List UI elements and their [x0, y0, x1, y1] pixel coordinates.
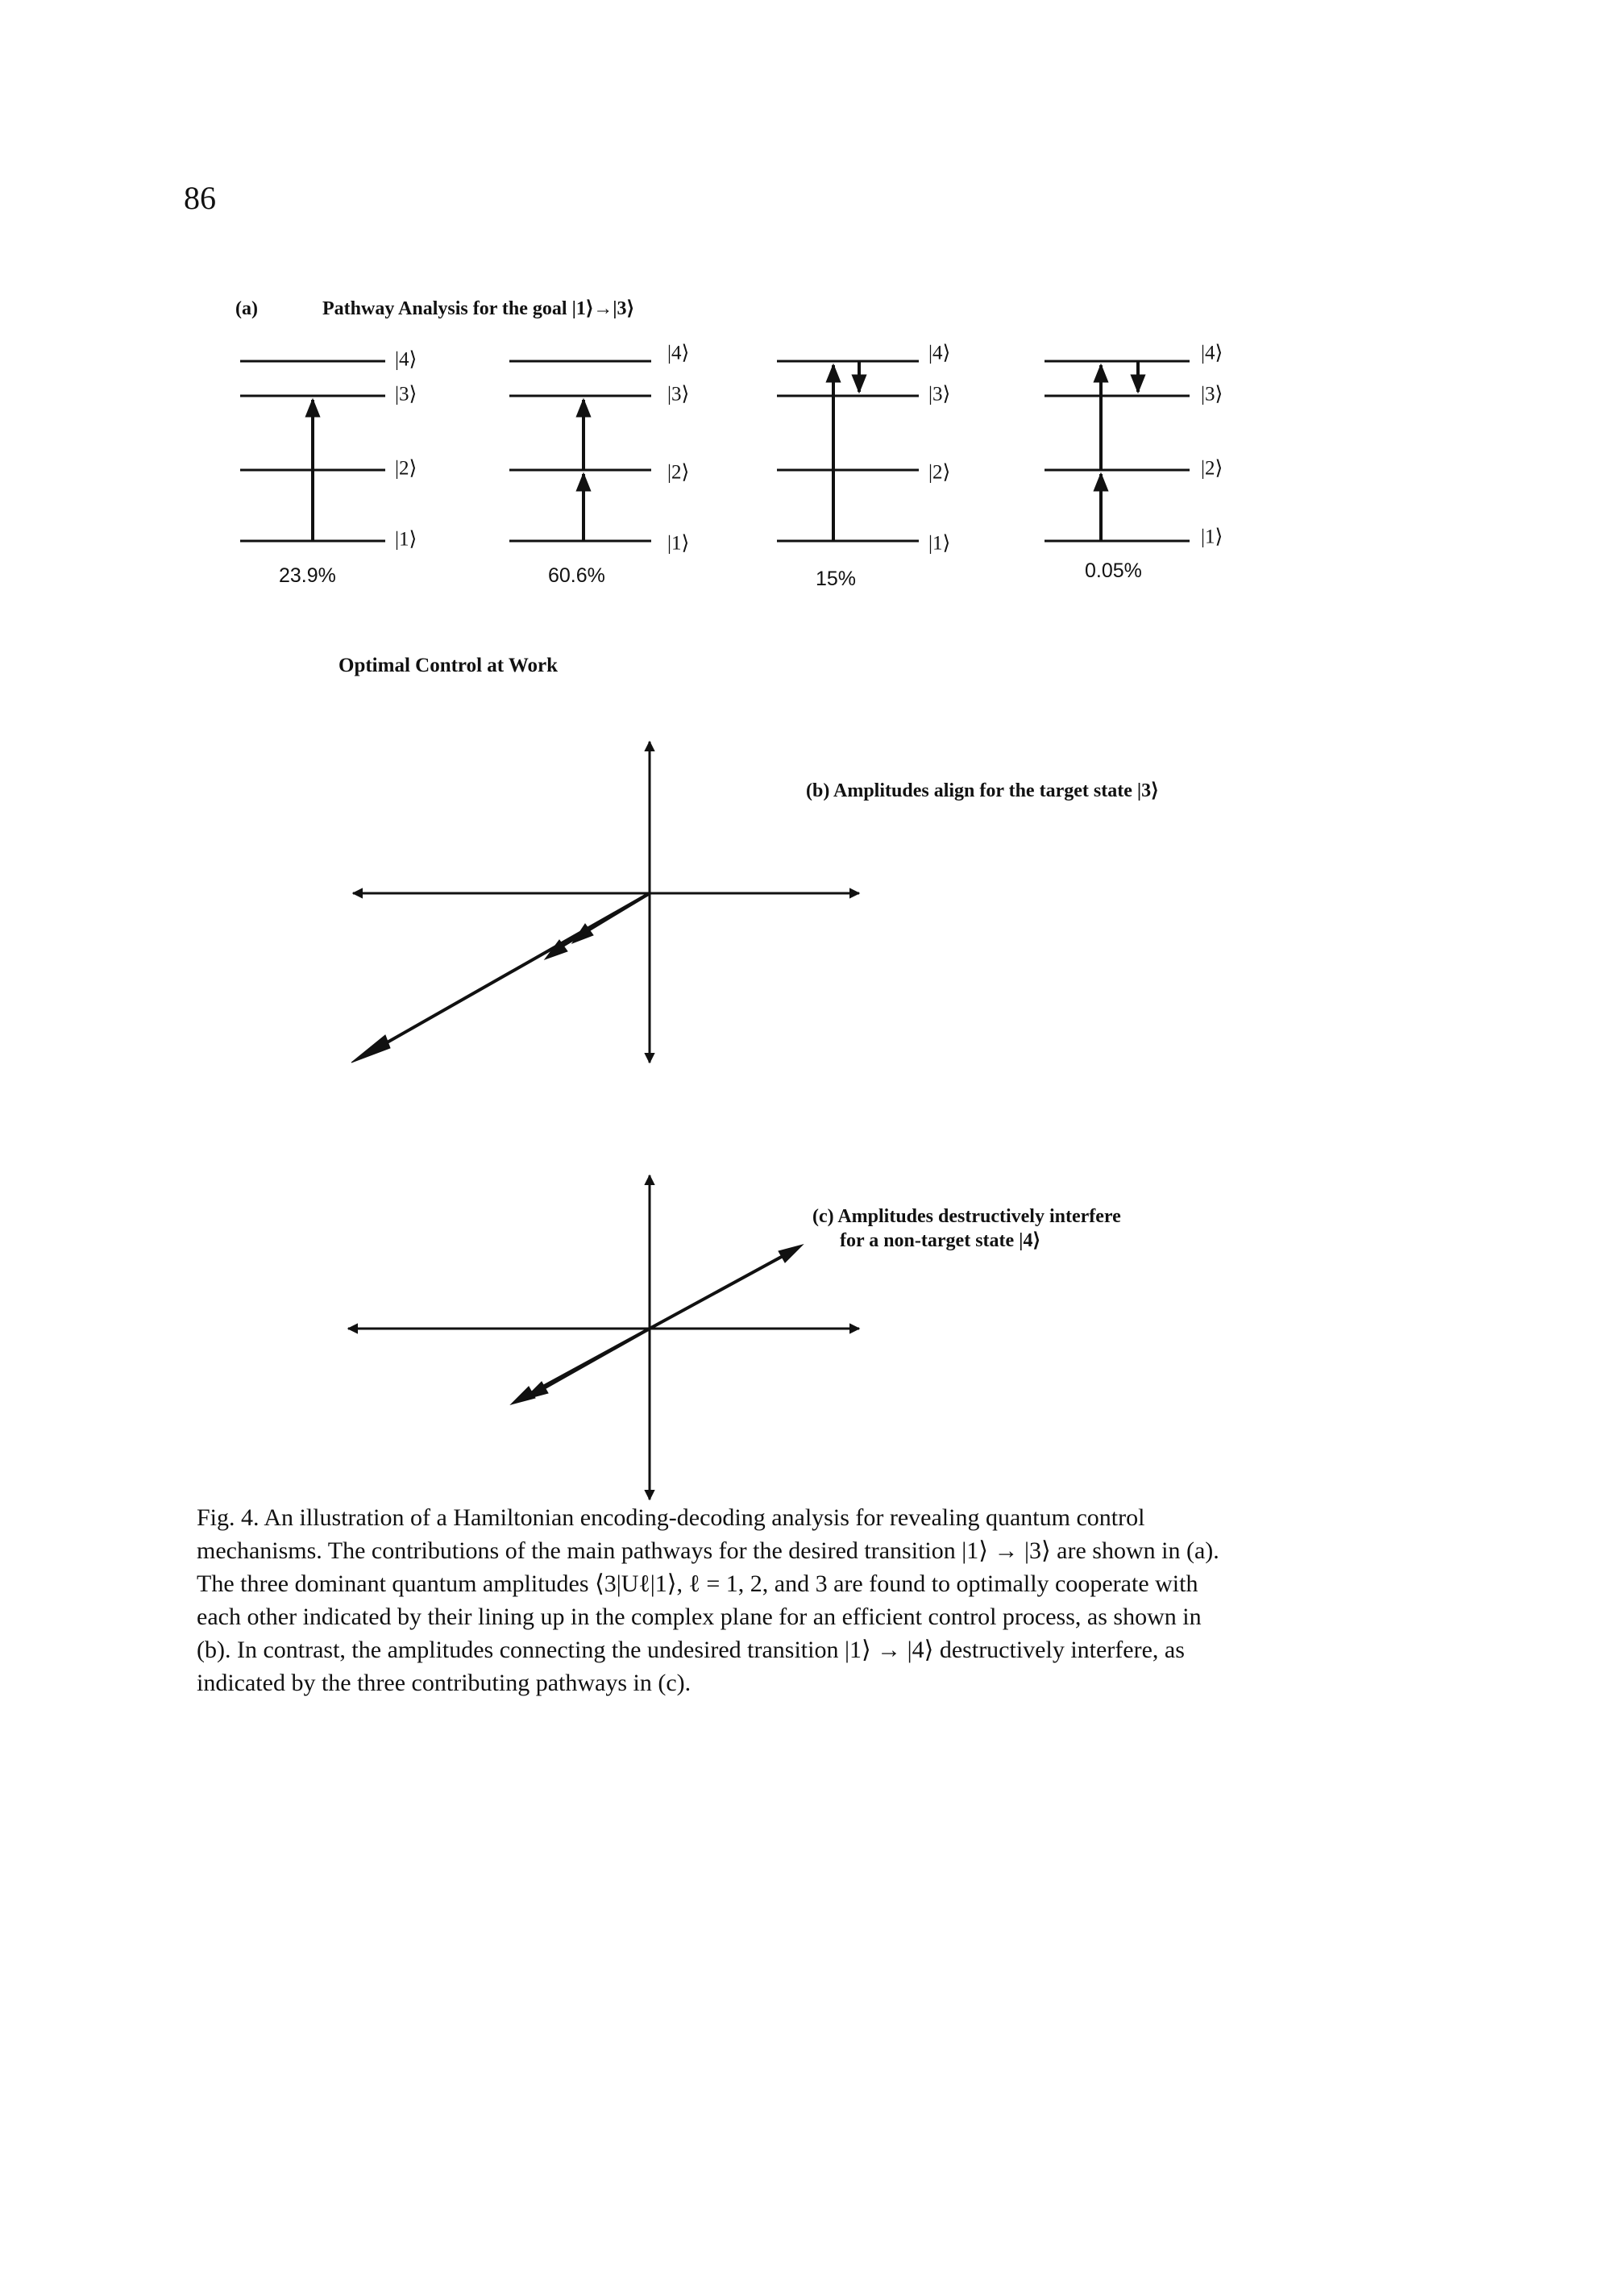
- panel-c-axes: [347, 1174, 861, 1501]
- level-label: |1⟩: [395, 529, 417, 551]
- amplitude-vector: [534, 1327, 650, 1395]
- level-label: |4⟩: [1201, 343, 1223, 364]
- panel-b-vectors: [351, 892, 651, 1063]
- amplitude-arrowhead: [778, 1244, 804, 1263]
- caption-line: Fig. 4. An illustration of a Hamiltonian…: [197, 1504, 1145, 1531]
- amplitude-arrowhead: [543, 939, 568, 961]
- level-diagram-4: [1045, 360, 1190, 543]
- level-label: |3⟩: [395, 384, 417, 406]
- level-labels: |4⟩ |3⟩ |2⟩ |1⟩ |4⟩ |3⟩ |2⟩ |1⟩ |4⟩ |3⟩ …: [395, 343, 1223, 555]
- level-label: |3⟩: [667, 384, 689, 406]
- panel-a-title-text: Pathway Analysis for the goal |1⟩→|3⟩: [322, 298, 634, 319]
- panel-c-vectors: [509, 1244, 804, 1405]
- amplitude-vector: [554, 892, 651, 951]
- caption-line: The three dominant quantum amplitudes ⟨3…: [197, 1570, 1198, 1597]
- level-label: |2⟩: [1201, 458, 1223, 480]
- level-diagram-2: [509, 360, 651, 543]
- amplitude-arrowhead: [522, 1381, 549, 1400]
- level-label: |2⟩: [667, 462, 689, 484]
- caption-line: indicated by the three contributing path…: [197, 1670, 692, 1696]
- panel-a-tag: (a): [235, 298, 258, 319]
- amplitude-arrowhead: [351, 1034, 391, 1063]
- level-label: |2⟩: [928, 462, 950, 484]
- caption-line: each other indicated by their lining up …: [197, 1603, 1202, 1630]
- panel-b-label: (b) Amplitudes align for the target stat…: [806, 780, 1159, 801]
- panel-c-label-line1: (c) Amplitudes destructively interfere: [812, 1206, 1121, 1227]
- subheading: Optimal Control at Work: [338, 655, 559, 676]
- pathway-percent: 15%: [816, 568, 857, 590]
- level-diagram-3: [777, 360, 919, 543]
- pathway-percent: 23.9%: [279, 564, 336, 587]
- level-label: |2⟩: [395, 458, 417, 480]
- level-label: |3⟩: [1201, 384, 1223, 406]
- pathway-percent: 60.6%: [548, 564, 605, 587]
- panel-c-label: (c) Amplitudes destructively interfere f…: [812, 1204, 1121, 1253]
- panel-b-axes: [351, 740, 861, 1064]
- level-diagram-1: [240, 360, 385, 543]
- level-label: |4⟩: [667, 343, 689, 364]
- level-label: |3⟩: [928, 384, 950, 406]
- figure-caption: Fig. 4. An illustration of a Hamiltonian…: [197, 1501, 1438, 1699]
- level-label: |1⟩: [1201, 526, 1223, 548]
- level-label: |1⟩: [928, 533, 950, 555]
- panel-c-label-line2: for a non-target state |4⟩: [840, 1230, 1040, 1251]
- pathway-percent: 0.05%: [1085, 559, 1142, 582]
- panel-a-title: (a) Pathway Analysis for the goal |1⟩→|3⟩: [235, 297, 634, 320]
- caption-line: (b). In contrast, the amplitudes connect…: [197, 1637, 1185, 1663]
- amplitude-vector: [649, 1248, 795, 1330]
- level-label: |4⟩: [928, 343, 950, 364]
- caption-line: mechanisms. The contributions of the mai…: [197, 1537, 1219, 1564]
- level-label: |1⟩: [667, 533, 689, 555]
- page-number: 86: [184, 180, 216, 216]
- level-label: |4⟩: [395, 349, 417, 371]
